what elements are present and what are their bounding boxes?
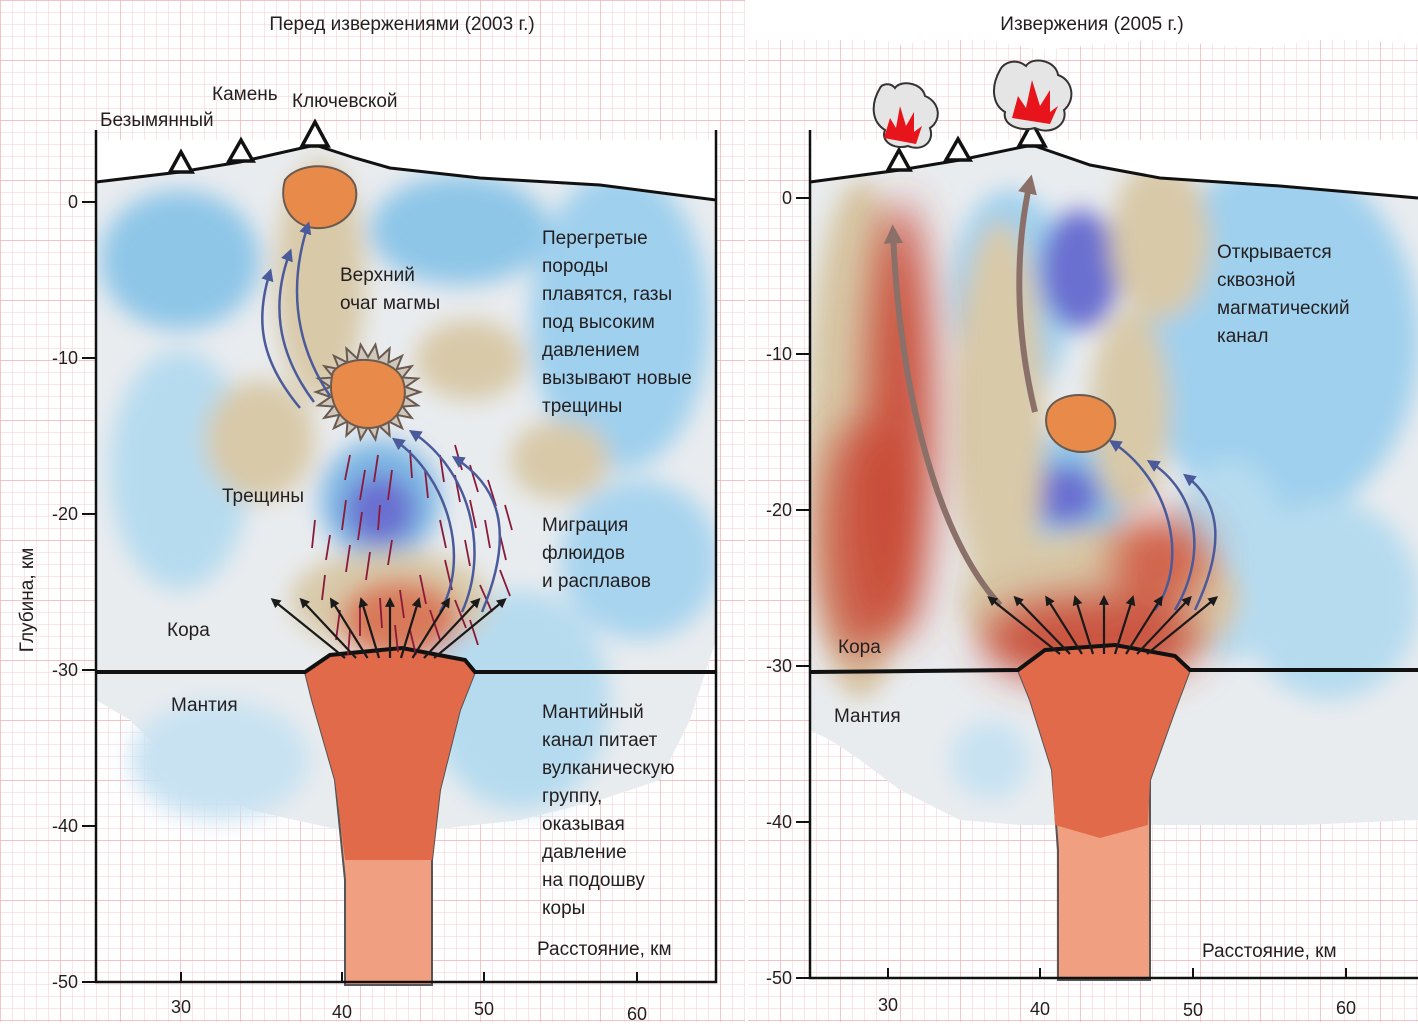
noteOverheated-line-3: под высоким	[542, 312, 655, 333]
x-tick-label: 30	[171, 997, 191, 1017]
mantle-label-right: Мантия	[834, 706, 901, 727]
y-axis-label: Глубина, км	[17, 548, 38, 653]
left-title: Перед извержениями (2003 г.)	[269, 14, 534, 35]
noteMigration-line-2: и расплавов	[542, 571, 651, 592]
crust-label-right: Кора	[838, 637, 881, 658]
noteMantle-line-6: на подошву	[542, 870, 645, 891]
y-tick-label: -10	[52, 348, 78, 368]
noteMantle-line-7: коры	[542, 898, 585, 919]
x-tick-label: 50	[1183, 1000, 1203, 1020]
x-tick-label: 60	[1336, 998, 1356, 1018]
cracks-label: Трещины	[222, 486, 304, 507]
noteOverheated-line-2: плавятся, газы	[542, 284, 672, 305]
y-tick-label: 0	[68, 192, 78, 212]
crust-label-left: Кора	[167, 620, 210, 641]
upper-chamber-label-line2: очаг магмы	[340, 293, 440, 314]
label-bezymianny: Безымянный	[100, 110, 214, 131]
x-tick-label: 50	[474, 999, 494, 1019]
x-tick-label: 60	[627, 1004, 647, 1022]
noteOverheated-line-5: вызывают новые	[542, 368, 692, 389]
noteChannel-line-3: канал	[1217, 326, 1268, 347]
label-klyuchevskoy: Ключевской	[292, 91, 398, 112]
y-tick-label: -10	[766, 344, 792, 364]
noteMantle-line-5: давление	[542, 842, 627, 863]
y-tick-label: -20	[766, 500, 792, 520]
noteMantle-line-0: Мантийный	[542, 702, 644, 723]
x-axis-label-left: Расстояние, км	[537, 939, 672, 960]
noteOverheated-line-1: породы	[542, 256, 608, 277]
y-tick-label: -30	[766, 656, 792, 676]
x-tick-label: 30	[878, 995, 898, 1015]
mid-magma-chamber-right	[1046, 395, 1115, 452]
noteMantle-line-2: вулканическую	[542, 758, 675, 779]
noteOverheated-line-4: давлением	[542, 340, 640, 361]
y-tick-label: 0	[782, 188, 792, 208]
x-tick-label: 40	[1030, 999, 1050, 1019]
noteMantle-line-4: оказывая	[542, 814, 625, 835]
y-tick-label: -50	[52, 972, 78, 992]
x-axis-label-right: Расстояние, км	[1202, 941, 1337, 962]
noteOverheated-line-6: трещины	[542, 396, 622, 417]
upper-chamber-label-line1: Верхний	[340, 265, 415, 286]
x-tick-label: 40	[332, 1002, 352, 1022]
y-tick-label: -20	[52, 504, 78, 524]
right-title: Извержения (2005 г.)	[1000, 14, 1183, 35]
y-tick-label: -50	[766, 968, 792, 988]
mantle-label-left: Мантия	[171, 695, 238, 716]
upper-magma-chamber	[283, 166, 356, 228]
y-tick-label: -30	[52, 660, 78, 680]
noteChannel-line-0: Открывается	[1217, 242, 1332, 263]
noteOverheated-line-0: Перегретые	[542, 228, 648, 249]
noteMigration-line-0: Миграция	[542, 515, 628, 536]
noteChannel-line-1: сквозной	[1217, 270, 1295, 291]
noteMantle-line-1: канал питает	[542, 730, 658, 751]
y-tick-label: -40	[52, 816, 78, 836]
y-tick-label: -40	[766, 812, 792, 832]
label-kamen: Камень	[212, 84, 278, 105]
noteMantle-line-3: группу,	[542, 786, 602, 807]
noteMigration-line-1: флюидов	[542, 543, 625, 564]
noteChannel-line-2: магматический	[1217, 298, 1350, 319]
